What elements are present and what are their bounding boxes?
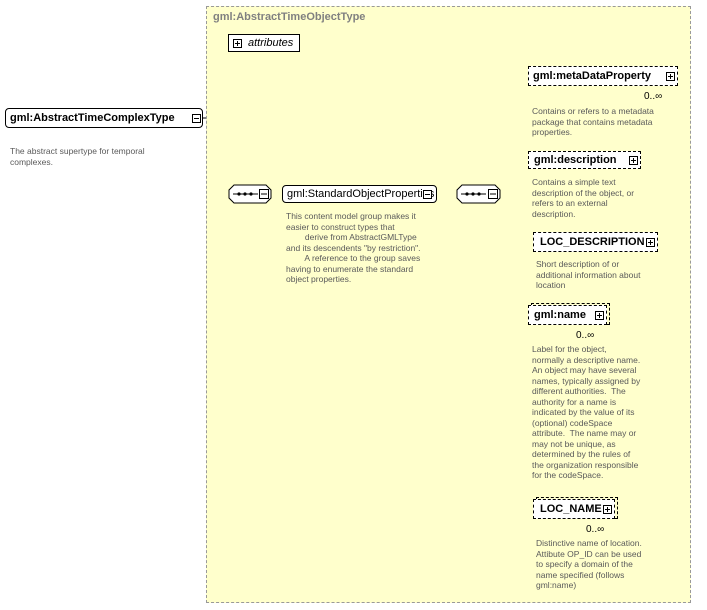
- occurrence-label: 0..∞: [644, 91, 663, 102]
- complex-type-panel: [206, 6, 691, 603]
- group-label: gml:StandardObjectProperties: [287, 188, 435, 200]
- sequence-icon: [456, 184, 501, 204]
- element-name[interactable]: gml:name: [528, 305, 607, 325]
- expand-icon[interactable]: [603, 505, 612, 514]
- root-type-node[interactable]: gml:AbstractTimeComplexType: [5, 108, 203, 128]
- expand-icon[interactable]: [666, 72, 675, 81]
- expand-icon[interactable]: [233, 39, 242, 48]
- occurrence-label: 0..∞: [576, 330, 595, 341]
- root-type-label: gml:AbstractTimeComplexType: [10, 112, 175, 124]
- sequence-compositor[interactable]: [228, 184, 272, 204]
- element-label: LOC_NAME: [540, 503, 602, 515]
- element-description: Contains or refers to a metadata package…: [532, 106, 654, 137]
- element-description-node[interactable]: gml:description: [528, 151, 641, 169]
- sequence-compositor[interactable]: [456, 184, 501, 204]
- element-description: Distinctive name of location. Attibute O…: [536, 538, 642, 590]
- collapse-icon[interactable]: [192, 114, 201, 123]
- expand-icon[interactable]: [629, 156, 638, 165]
- element-loc-name[interactable]: LOC_NAME: [533, 499, 615, 519]
- panel-title: gml:AbstractTimeObjectType: [213, 11, 366, 23]
- element-description: Label for the object, normally a descrip…: [532, 344, 641, 480]
- element-description: Contains a simple text description of th…: [532, 177, 635, 219]
- attributes-label: attributes: [248, 37, 294, 49]
- root-description: The abstract supertype for temporal comp…: [10, 146, 145, 167]
- element-description: Short description of or additional infor…: [536, 259, 641, 290]
- group-node[interactable]: gml:StandardObjectProperties: [282, 185, 437, 203]
- occurrence-label: 0..∞: [586, 524, 605, 535]
- attributes-node[interactable]: attributes: [228, 34, 300, 52]
- element-label: gml:description: [534, 154, 617, 166]
- element-label: gml:name: [534, 309, 586, 321]
- element-label: LOC_DESCRIPTION: [540, 236, 645, 248]
- element-loc-description[interactable]: LOC_DESCRIPTION: [533, 232, 658, 252]
- expand-icon[interactable]: [646, 238, 655, 247]
- expand-icon[interactable]: [595, 311, 604, 320]
- sequence-icon: [228, 184, 272, 204]
- collapse-icon[interactable]: [423, 190, 432, 199]
- group-description: This content model group makes it easier…: [286, 211, 421, 284]
- element-label: gml:metaDataProperty: [533, 70, 651, 82]
- element-metadataproperty[interactable]: gml:metaDataProperty: [528, 66, 678, 86]
